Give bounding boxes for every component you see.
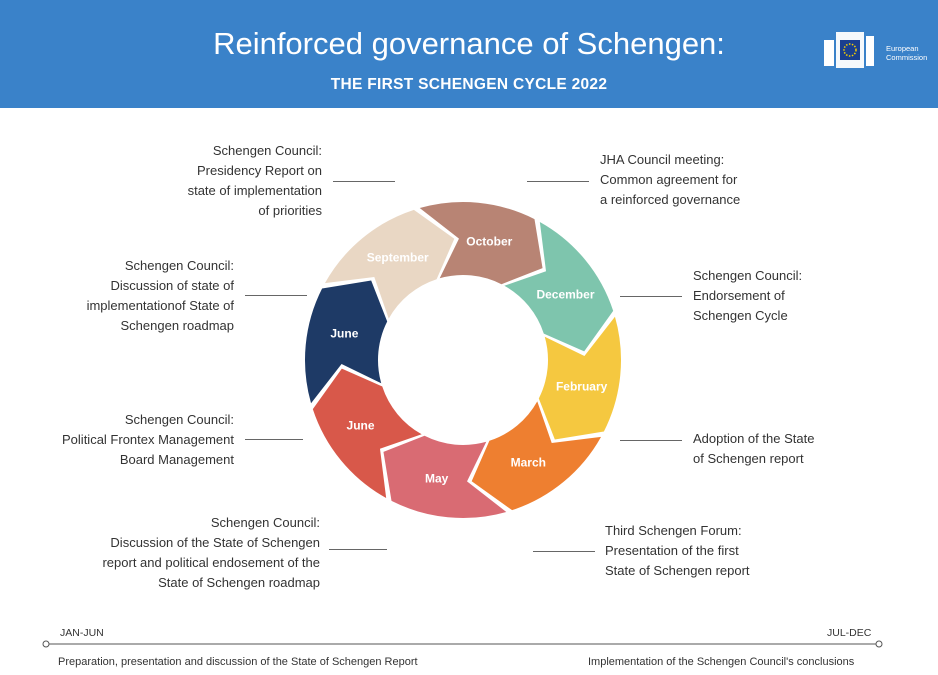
- connector-september: [245, 439, 303, 440]
- annotation-march: Schengen Council: Endorsement of Schenge…: [693, 266, 802, 326]
- annotation-line: implementationof State of: [86, 298, 234, 313]
- annotation-line: Schengen Cycle: [693, 308, 788, 323]
- connector-march: [620, 296, 682, 297]
- cycle-segment-february: [538, 316, 621, 440]
- header-banner: Reinforced governance of Schengen: THE F…: [0, 0, 938, 108]
- annotation-line: Political Frontex Management: [62, 432, 234, 447]
- cycle-segment-september: [324, 209, 455, 319]
- cycle-segment-march: [471, 401, 602, 511]
- cycle-segment-label: February: [556, 379, 608, 393]
- connector-december: [333, 181, 395, 182]
- european-commission-logo: European Commission: [820, 30, 930, 72]
- annotation-october: Schengen Council: Discussion of state of…: [40, 256, 234, 336]
- annotation-line: Presentation of the first: [605, 543, 739, 558]
- annotation-line: of priorities: [258, 203, 322, 218]
- annotation-line: Discussion of the State of Schengen: [110, 535, 320, 550]
- annotation-september: Schengen Council: Political Frontex Mana…: [40, 410, 234, 470]
- cycle-segment-label: June: [347, 418, 375, 432]
- annotation-line: Board Management: [119, 452, 234, 467]
- annotation-december: Schengen Council: Presidency Report on s…: [150, 141, 322, 221]
- cycle-segment-label: March: [511, 455, 546, 469]
- timeline-right-label: JUL-DEC: [827, 627, 872, 639]
- timeline-right-text: Implementation of the Schengen Council's…: [588, 656, 855, 668]
- annotation-line: JHA Council meeting:: [600, 152, 725, 167]
- page-subtitle: THE FIRST SCHENGEN CYCLE 2022: [330, 76, 608, 93]
- annotation-line: Common agreement for: [600, 172, 738, 187]
- annotation-line: of Schengen report: [693, 451, 804, 466]
- page-title: Reinforced governance of Schengen:: [213, 26, 725, 61]
- logo-text-line1: European: [886, 44, 919, 53]
- cycle-segment-december: [504, 221, 614, 352]
- annotation-line: Schengen Council:: [210, 515, 320, 530]
- cycle-segment-label: May: [425, 472, 449, 486]
- cycle-segment-october: [419, 202, 543, 285]
- cycle-segment-june: [312, 368, 422, 499]
- connector-may: [620, 440, 682, 441]
- connector-october: [245, 295, 307, 296]
- annotation-line: Presidency Report on: [196, 163, 322, 178]
- annotation-line: Schengen Council:: [124, 258, 234, 273]
- annotation-may: Adoption of the State of Schengen report: [693, 429, 814, 469]
- annotation-line: State of Schengen report: [605, 563, 750, 578]
- annotation-line: State of Schengen roadmap: [158, 575, 320, 590]
- cycle-segment-label: June: [330, 327, 358, 341]
- cycle-segment-label: October: [466, 234, 512, 248]
- cycle-segment-may: [383, 435, 507, 519]
- annotation-february: JHA Council meeting: Common agreement fo…: [600, 150, 740, 210]
- logo-text-line2: Commission: [886, 53, 928, 62]
- annotation-line: Schengen Council:: [693, 268, 803, 283]
- annotation-june-right: Third Schengen Forum: Presentation of th…: [605, 521, 750, 581]
- connector-june-right: [533, 551, 595, 552]
- annotation-line: Third Schengen Forum:: [605, 523, 742, 538]
- annotation-line: Schengen Council:: [212, 143, 322, 158]
- connector-february: [527, 181, 589, 182]
- annotation-line: Endorsement of: [693, 288, 785, 303]
- annotation-line: Adoption of the State: [693, 431, 815, 446]
- annotation-june-left: Schengen Council: Discussion of the Stat…: [70, 513, 320, 593]
- annotation-line: Schengen Council:: [124, 412, 234, 427]
- annotation-line: a reinforced governance: [600, 192, 741, 207]
- connector-june-left: [329, 549, 387, 550]
- cycle-segment-june: [305, 280, 388, 404]
- cycle-segment-label: December: [536, 288, 594, 302]
- timeline-left-label: JAN-JUN: [60, 627, 104, 639]
- annotation-line: report and political endosement of the: [102, 555, 320, 570]
- timeline-left-text: Preparation, presentation and discussion…: [58, 656, 418, 668]
- annotation-line: state of implementation: [187, 183, 322, 198]
- timeline-axis: [42, 640, 883, 648]
- annotation-line: Discussion of state of: [110, 278, 234, 293]
- ec-building-icon: [824, 32, 874, 68]
- annotation-line: Schengen roadmap: [120, 318, 234, 333]
- cycle-segment-label: September: [367, 251, 429, 265]
